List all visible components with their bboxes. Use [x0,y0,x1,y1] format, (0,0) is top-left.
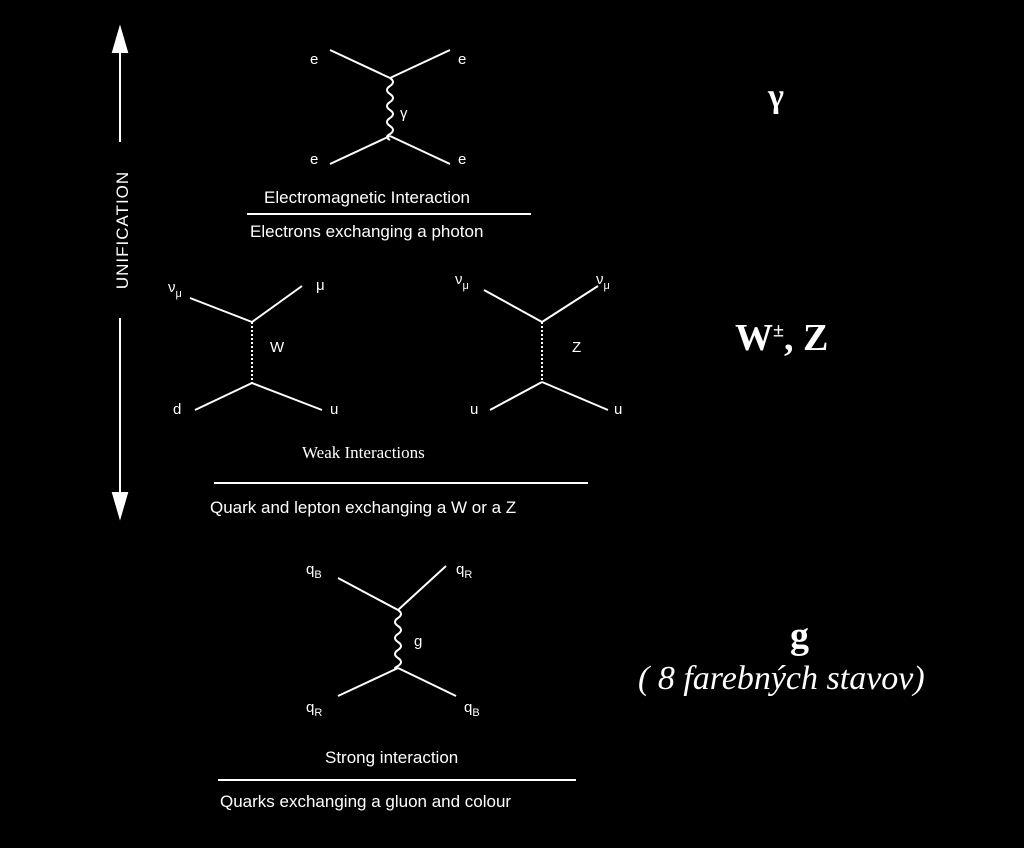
w-mediator-label: W [270,339,285,356]
arrow-head-up-icon [111,24,129,53]
weak-divider [214,482,588,484]
strong-line-bottom-right [397,667,457,697]
unification-label: UNIFICATION [113,171,132,289]
w-line-top-right [251,285,303,323]
z-line-top-left [483,289,543,323]
strong-subtitle: Quarks exchanging a gluon and colour [220,792,512,811]
strong-particle-bottom-left: qR [306,699,322,719]
w-line-bottom-left [194,382,253,411]
em-line-top-left [329,49,391,79]
z-line-bottom-left [489,381,543,411]
photon-symbol: γ [768,78,784,115]
strong-particle-top-left: qB [306,561,322,581]
weak-title: Weak Interactions [302,443,425,462]
z-mediator-label: Z [572,339,581,356]
w-particle-top-left: νμ [168,279,182,300]
z-particle-top-right: νμ [596,271,610,292]
w-particle-bottom-left: d [173,401,181,418]
strong-feynman-diagram [337,565,457,697]
photon-wavy-line [386,77,394,141]
em-line-bottom-right [389,135,451,165]
em-mediator-label: γ [400,105,408,122]
arrow-head-down-icon [111,492,129,521]
strong-mediator-label: g [414,633,422,650]
gluon-colour-note: ( 8 farebných stavov) [638,660,925,697]
em-title: Electromagnetic Interaction [264,188,470,207]
strong-line-top-right [397,565,447,611]
z-particle-bottom-right: u [614,401,622,418]
em-particle-top-left: e [310,51,318,68]
w-particle-top-right: μ [316,277,325,294]
weak-z-feynman-diagram [483,285,609,411]
strong-line-bottom-left [337,667,399,697]
strong-particle-top-right: qR [456,561,472,581]
z-line-top-right [541,285,599,323]
strong-line-top-left [337,577,399,611]
strong-particle-bottom-right: qB [464,699,480,719]
weak-bosons-label: W±, Z [735,316,828,360]
w-line-top-left [189,297,253,323]
em-line-top-right [389,49,451,79]
unification-arrow [111,24,129,521]
z-particle-bottom-left: u [470,401,478,418]
strong-title: Strong interaction [325,748,459,767]
w-particle-bottom-right: u [330,401,338,418]
gluon-wavy-line [394,609,402,670]
em-line-bottom-left [329,135,391,165]
gluon-symbol: g [790,615,809,657]
weak-w-feynman-diagram [189,285,323,411]
em-divider [247,213,531,215]
z-particle-top-left: νμ [455,271,469,292]
w-charge-sup: ± [773,319,784,342]
strong-divider [218,779,576,781]
w-boson-symbol: W [735,317,773,359]
em-particle-bottom-left: e [310,151,318,168]
em-particle-bottom-right: e [458,151,466,168]
w-line-bottom-right [251,382,323,411]
em-particle-top-right: e [458,51,466,68]
em-subtitle: Electrons exchanging a photon [250,222,484,241]
weak-subtitle: Quark and lepton exchanging a W or a Z [210,498,517,517]
em-feynman-diagram [329,49,451,165]
z-boson-symbol: , Z [783,317,829,359]
z-line-bottom-right [541,381,609,411]
